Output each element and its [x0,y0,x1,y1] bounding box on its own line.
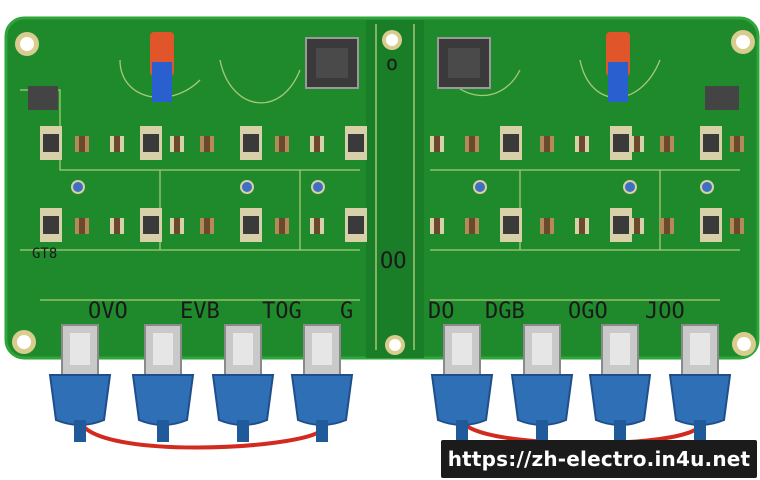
smd-part [40,208,62,242]
connector-with-cable [668,324,732,442]
connector-with-cable [588,324,652,442]
vias [71,180,714,194]
smd-part [700,208,722,242]
connector-with-cable [510,324,574,442]
smd-part [575,136,589,152]
label-left-1: OVO [88,299,128,324]
connectors [48,324,732,442]
label-center-top: o [386,51,398,75]
smd-part [75,136,89,152]
smd-part [465,136,479,152]
smd-part [430,218,444,234]
mounting-holes [12,30,756,356]
smd-part [140,208,162,242]
smd-part [610,126,632,160]
smd-part [275,136,289,152]
leds [150,32,630,102]
smd-part [465,218,479,234]
connector-with-cable [211,324,275,442]
smd-part [660,218,674,234]
smd-part [500,208,522,242]
connector-with-cable [290,324,354,442]
smd-part [730,218,744,234]
smd-part [630,218,644,234]
smd-part [540,136,554,152]
smd-part [240,208,262,242]
smd-part [170,136,184,152]
connector-with-cable [430,324,494,442]
smd-part [575,218,589,234]
smd-part [140,126,162,160]
smd-part [660,136,674,152]
smd-part [200,218,214,234]
label-right-4: JOO [645,299,685,324]
smd-part [345,208,367,242]
silkscreen-labels: OVO EVB TOG G DO DGB OGO JOO o OO GT8 [32,51,685,324]
connector-with-cable [131,324,195,442]
label-center-mid: OO [380,249,407,274]
ic-chips [28,37,739,110]
label-right-3: OGO [568,299,608,324]
smd-part [700,126,722,160]
smd-part [310,136,324,152]
smd-part [345,126,367,160]
connector-with-cable [48,324,112,442]
smd-part [110,136,124,152]
label-right-1: DO [428,299,455,324]
label-left-4: G [340,299,353,324]
smd-part [170,218,184,234]
label-left-2: EVB [180,299,220,324]
smd-part [610,208,632,242]
smd-part [430,136,444,152]
smd-part [730,136,744,152]
smd-part [240,126,262,160]
label-left-small: GT8 [32,246,57,262]
smd-part [40,126,62,160]
label-right-2: DGB [485,299,525,324]
smd-part [110,218,124,234]
smd-part [275,218,289,234]
smd-part [75,218,89,234]
smd-part [310,218,324,234]
smd-part [540,218,554,234]
smd-part [500,126,522,160]
label-left-3: TOG [262,299,302,324]
watermark-url: https://zh-electro.in4u.net [441,440,757,478]
smd-part [200,136,214,152]
smd-part [630,136,644,152]
smd-components [40,126,744,242]
